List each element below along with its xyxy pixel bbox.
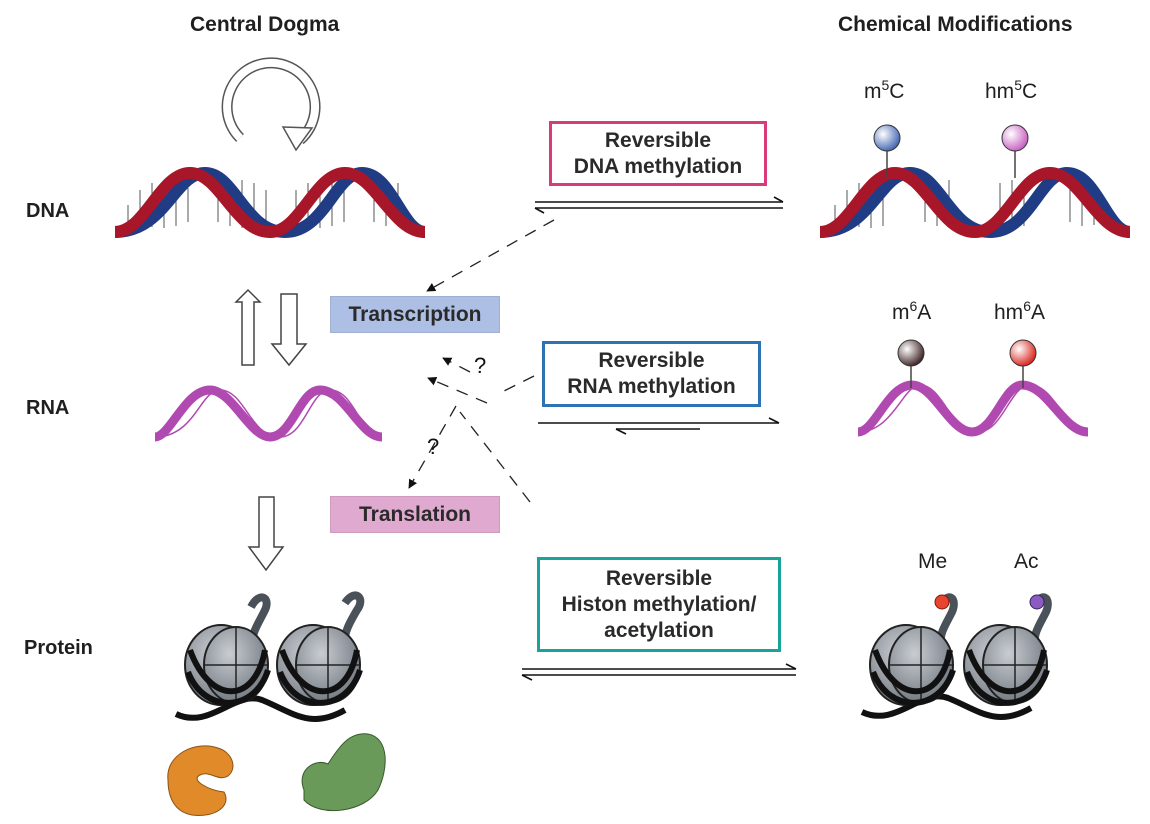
chemical-modifications-header: Chemical Modifications (838, 13, 1073, 36)
regulatory-dashed-arrows (408, 219, 555, 503)
protein-row-label: Protein (24, 637, 93, 659)
me-marker (934, 594, 950, 610)
rna-methylation-box: Reversible RNA methylation (542, 341, 761, 407)
rna-equilibrium-arrows (538, 417, 780, 435)
histone-box-line1: Reversible (605, 566, 713, 590)
rna-strand-left (153, 385, 383, 442)
m6a-ball (897, 339, 925, 367)
nucleosomes-right (860, 593, 1052, 720)
translation-text: Translation (358, 502, 472, 526)
ac-marker (1029, 594, 1045, 610)
histone-box-line3: acetylation (604, 618, 714, 642)
dna-row-label: DNA (26, 200, 70, 222)
m5c-ball (873, 124, 901, 152)
dna-box-line1: Reversible (604, 128, 712, 152)
transcription-text: Transcription (348, 302, 482, 326)
question-mark-lower: ? (427, 434, 440, 459)
hm5c-ball (1001, 124, 1029, 152)
dna-box-line2: DNA methylation (573, 154, 743, 178)
me-label: Me (918, 550, 948, 573)
dna-methylation-box: Reversible DNA methylation (549, 121, 767, 186)
transcription-label: Transcription (330, 296, 500, 333)
rna-box-line2: RNA methylation (567, 375, 736, 398)
m6a-label: m6A (892, 298, 932, 324)
dna-equilibrium-arrows (534, 196, 784, 214)
rna-box-line1: Reversible (598, 349, 705, 372)
hm5c-label: hm5C (985, 77, 1038, 103)
rna-strand-right (856, 339, 1089, 437)
hm6a-ball (1009, 339, 1037, 367)
nucleosomes-left (174, 591, 365, 722)
translation-label: Translation (330, 496, 500, 533)
histone-modification-box: Reversible Histon methylation/ acetylati… (537, 557, 781, 652)
dna-helix-left (114, 166, 427, 239)
ac-label: Ac (1014, 550, 1039, 573)
rna-row-label: RNA (26, 397, 70, 419)
hm6a-label: hm6A (994, 298, 1045, 324)
histone-box-line2: Histon methylation/ (561, 592, 757, 616)
central-dogma-header: Central Dogma (190, 13, 340, 36)
replication-cycle-arrow (221, 57, 321, 152)
question-mark-upper: ? (474, 353, 487, 378)
rna-protein-arrow (247, 496, 285, 572)
green-protein (301, 733, 386, 812)
orange-protein (167, 745, 234, 816)
dna-rna-arrows (234, 288, 308, 367)
m5c-label: m5C (864, 77, 905, 103)
histone-equilibrium-arrows (521, 663, 797, 681)
dna-helix-right (819, 124, 1132, 239)
